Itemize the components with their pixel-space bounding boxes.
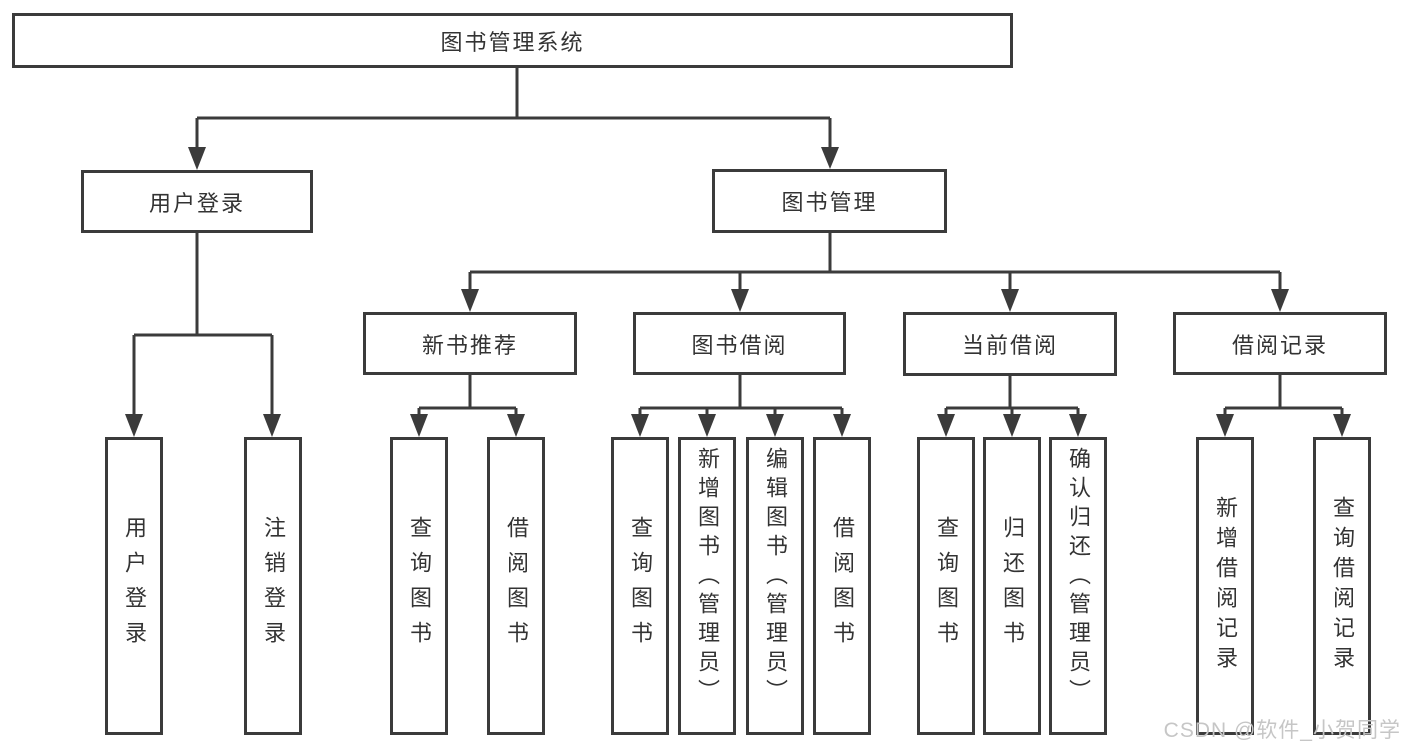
leaf-label: 新增借阅记录	[1213, 496, 1238, 676]
leaf-label: 查询图书	[407, 516, 432, 656]
connector-book-management-to-level3	[461, 233, 1289, 312]
leaf-query-books-borrow: 查询图书	[611, 437, 669, 735]
node-book-borrow: 图书借阅	[633, 312, 846, 375]
node-current-borrow: 当前借阅	[903, 312, 1117, 376]
arrowhead	[937, 414, 955, 437]
node-book-management: 图书管理	[712, 169, 947, 233]
connector-root-to-level2	[188, 68, 839, 170]
arrowhead	[188, 147, 206, 170]
connector-current-borrow-to-leaves	[937, 376, 1087, 437]
node-current-borrow-label: 当前借阅	[961, 333, 1058, 358]
node-new-book-recommend: 新书推荐	[363, 312, 577, 375]
leaf-label: 编辑图书（管理员）	[763, 447, 788, 708]
arrowhead	[833, 414, 851, 437]
arrowhead	[461, 289, 479, 312]
node-root: 图书管理系统	[12, 13, 1013, 68]
leaf-label: 注销登录	[261, 516, 286, 656]
node-root-label: 图书管理系统	[440, 29, 585, 55]
leaf-label: 归还图书	[1000, 516, 1025, 656]
connector-book-borrow-to-leaves	[631, 375, 851, 437]
leaf-label: 查询图书	[934, 516, 959, 656]
leaf-borrow-books-recommend: 借阅图书	[487, 437, 545, 735]
arrowhead	[507, 414, 525, 437]
leaf-edit-books-admin: 编辑图书（管理员）	[746, 437, 804, 735]
arrowhead	[1001, 289, 1019, 312]
leaf-logout: 注销登录	[244, 437, 302, 735]
node-user-login: 用户登录	[81, 170, 313, 233]
leaf-label: 借阅图书	[504, 516, 529, 656]
leaf-label: 新增图书（管理员）	[695, 447, 720, 708]
leaf-return-books: 归还图书	[983, 437, 1041, 735]
leaf-borrow-books: 借阅图书	[813, 437, 871, 735]
arrowhead	[1271, 289, 1289, 312]
arrowhead	[1003, 414, 1021, 437]
leaf-query-books-recommend: 查询图书	[390, 437, 448, 735]
node-book-management-label: 图书管理	[781, 190, 878, 215]
arrowhead	[1069, 414, 1087, 437]
leaf-query-borrow-record: 查询借阅记录	[1313, 437, 1371, 735]
leaf-label: 借阅图书	[830, 516, 855, 656]
watermark: CSDN @软件_小贺同学	[1163, 719, 1401, 742]
arrowhead	[1333, 414, 1351, 437]
arrowhead	[410, 414, 428, 437]
leaf-label: 用户登录	[122, 516, 147, 656]
connector-user-login-to-leaves	[125, 233, 281, 437]
leaf-label: 查询图书	[628, 516, 653, 656]
leaf-add-borrow-record: 新增借阅记录	[1196, 437, 1254, 735]
arrowhead	[125, 414, 143, 437]
leaf-label: 确认归还（管理员）	[1066, 447, 1091, 708]
arrowhead	[698, 414, 716, 437]
leaf-query-books-current: 查询图书	[917, 437, 975, 735]
arrowhead	[821, 147, 839, 169]
connector-borrow-records-to-leaves	[1216, 375, 1351, 437]
leaf-add-books-admin: 新增图书（管理员）	[678, 437, 736, 735]
arrowhead	[631, 414, 649, 437]
node-borrow-records-label: 借阅记录	[1231, 332, 1328, 358]
node-book-borrow-label: 图书借阅	[691, 332, 788, 358]
leaf-confirm-return-admin: 确认归还（管理员）	[1049, 437, 1107, 735]
node-user-login-label: 用户登录	[148, 190, 245, 216]
connector-new-book-recommend-to-leaves	[410, 375, 525, 437]
arrowhead	[1216, 414, 1234, 437]
leaf-label: 查询借阅记录	[1330, 496, 1355, 676]
arrowhead	[766, 414, 784, 437]
node-borrow-records: 借阅记录	[1173, 312, 1387, 375]
node-new-book-recommend-label: 新书推荐	[421, 332, 518, 358]
arrowhead	[263, 414, 281, 437]
arrowhead	[731, 289, 749, 312]
leaf-user-login: 用户登录	[105, 437, 163, 735]
